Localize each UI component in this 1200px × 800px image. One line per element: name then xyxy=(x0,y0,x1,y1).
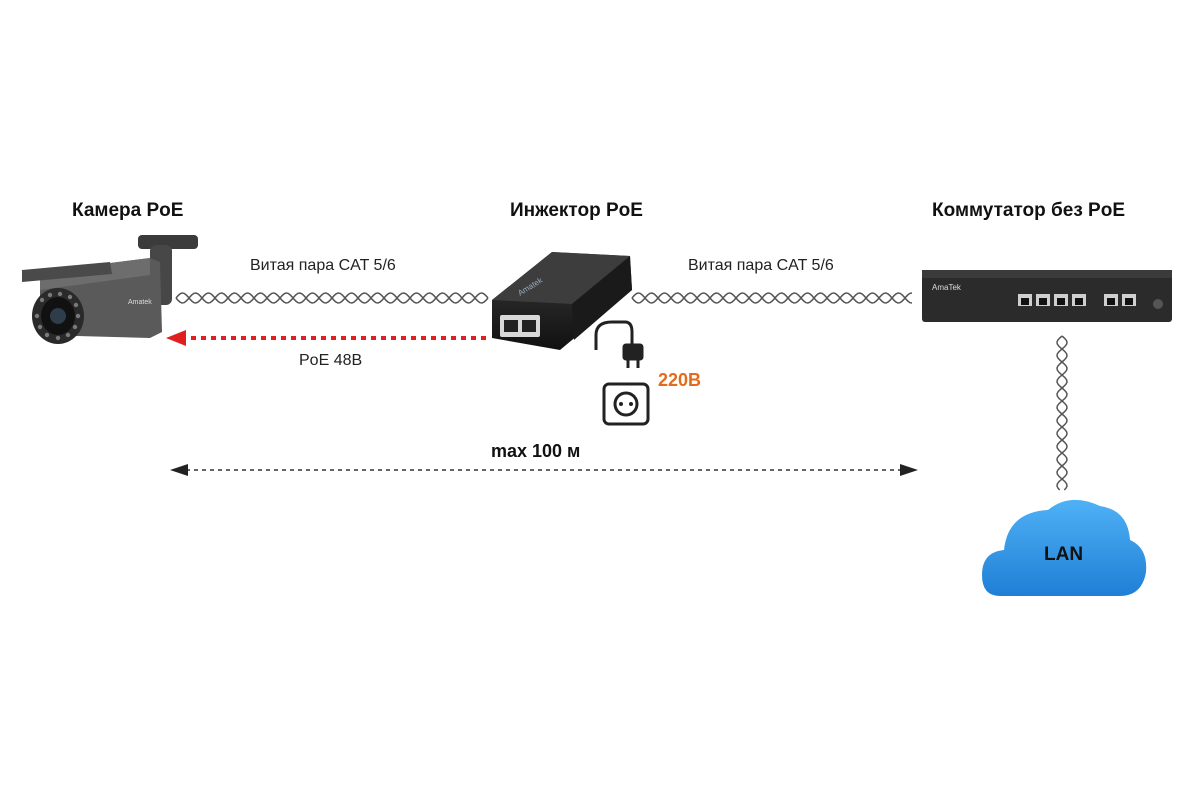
svg-text:Amatek: Amatek xyxy=(128,299,152,306)
left-cable-label: Витая пара CAT 5/6 xyxy=(250,257,396,274)
mains-voltage-label: 220В xyxy=(658,370,702,390)
max-distance-label: max 100 м xyxy=(491,441,581,461)
camera-icon: Amatek xyxy=(22,235,198,344)
svg-text:AmaTek: AmaTek xyxy=(932,283,962,292)
switch-title: Коммутатор без PoE xyxy=(932,200,1126,221)
left-twisted-pair-cable xyxy=(175,292,489,304)
lan-label: LAN xyxy=(1044,544,1084,565)
camera-title: Камера PoE xyxy=(72,200,184,221)
switch-icon: AmaTek xyxy=(922,270,1172,322)
power-plug-icon xyxy=(594,320,644,368)
injector-title: Инжектор PoE xyxy=(510,200,643,221)
poe-arrow xyxy=(166,330,486,346)
right-twisted-pair-cable xyxy=(631,292,913,304)
power-socket-icon xyxy=(602,382,650,426)
injector-icon: Amatek xyxy=(492,252,632,350)
lan-cloud-icon xyxy=(982,499,1147,596)
right-cable-label: Витая пара CAT 5/6 xyxy=(688,257,834,274)
distance-arrow xyxy=(170,464,918,476)
lan-twisted-pair-cable xyxy=(1056,335,1068,491)
poe-voltage-label: PoE 48В xyxy=(299,352,363,369)
